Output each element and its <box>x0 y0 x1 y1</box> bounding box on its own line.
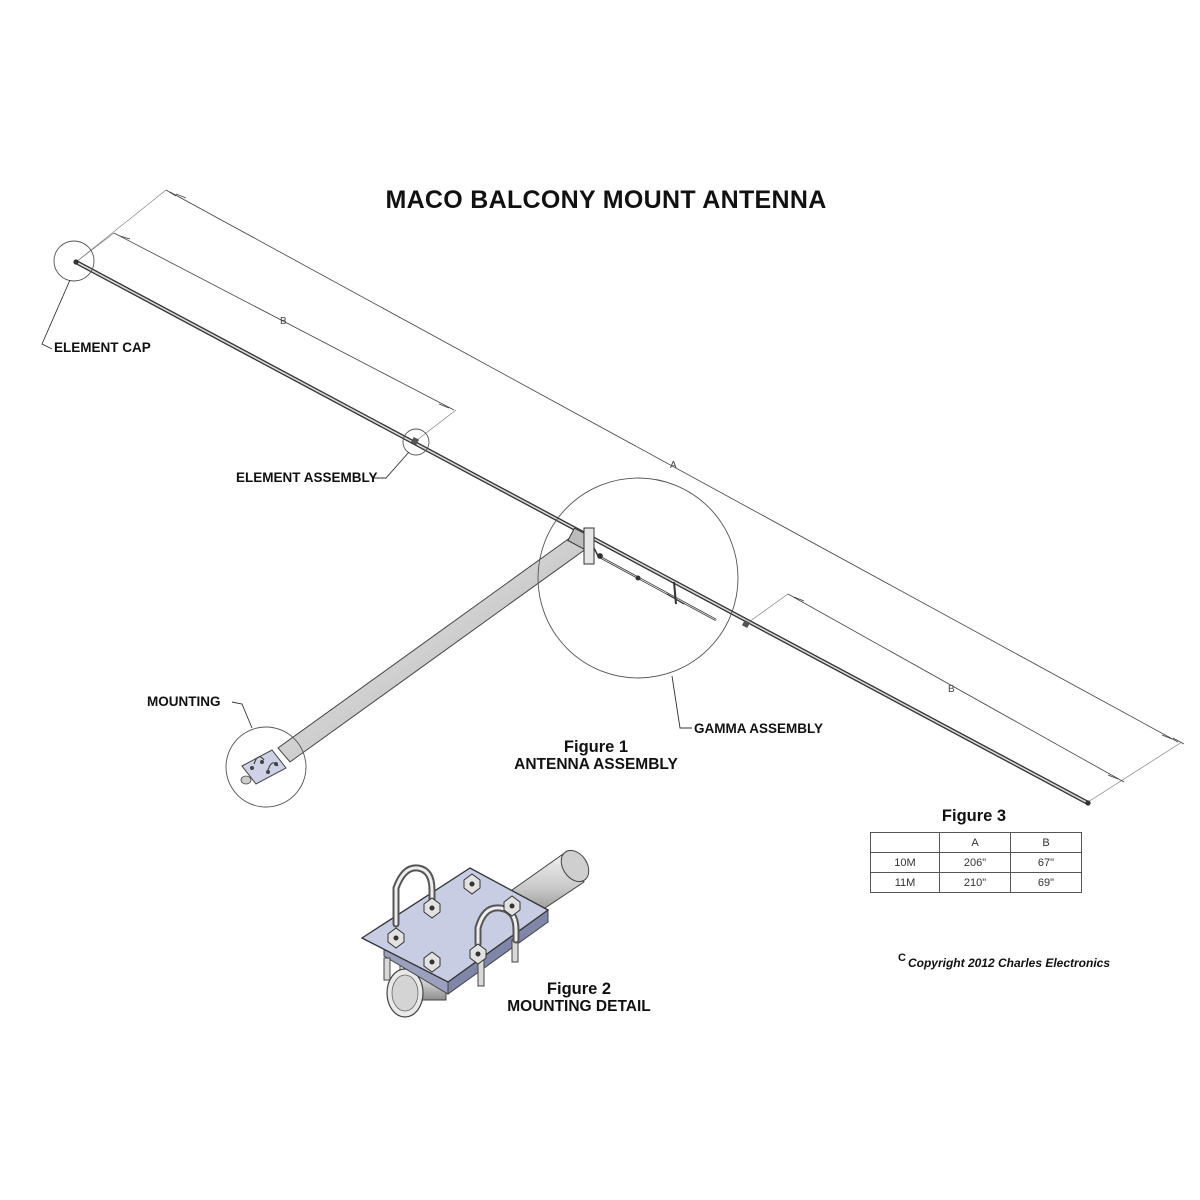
table-cell: 67" <box>1010 852 1082 873</box>
table-cell: 206" <box>939 852 1011 873</box>
table-header-cell: A <box>939 832 1011 853</box>
table-header-cell: B <box>1010 832 1082 853</box>
figure2-title: MOUNTING DETAIL <box>507 998 651 1015</box>
table-row: 11M 210" 69" <box>870 872 1082 893</box>
mounting-detail-figure <box>360 849 590 1018</box>
detail-circles <box>53 240 739 808</box>
page-title: MACO BALCONY MOUNT ANTENNA <box>385 186 827 214</box>
dimension-a <box>165 189 1185 745</box>
dimension-b-lower <box>787 593 1125 783</box>
element-cap-detail-circle <box>53 240 95 282</box>
figure2-number: Figure 2 <box>546 980 612 998</box>
extension-lines <box>75 189 1183 803</box>
figure1-number: Figure 1 <box>563 738 629 756</box>
figure1-title: ANTENNA ASSEMBLY <box>514 756 678 773</box>
dimension-b-upper <box>113 232 455 411</box>
mounting-bracket-small <box>240 749 287 785</box>
table-row: 10M 206" 67" <box>870 852 1082 873</box>
dimension-b-upper-label: B <box>280 316 287 327</box>
gamma-assembly-label: GAMMA ASSEMBLY <box>694 721 824 736</box>
gamma-assembly-detail-circle <box>537 477 739 679</box>
element-joints <box>410 436 751 629</box>
dimension-b-lower-label: B <box>948 684 955 695</box>
table-cell: 210" <box>939 872 1011 893</box>
copyright-symbol: C <box>898 952 906 964</box>
mounting-detail-circle <box>225 726 307 808</box>
element-assembly-label: ELEMENT ASSEMBLY <box>236 470 378 485</box>
figure3-number: Figure 3 <box>941 807 1007 825</box>
gamma-assembly <box>567 527 717 622</box>
table-cell: 69" <box>1010 872 1082 893</box>
figure1-caption: Figure 1 ANTENNA ASSEMBLY <box>496 738 696 774</box>
mast-tube <box>277 531 591 763</box>
table-cell: 11M <box>870 872 940 893</box>
dimensions-table: A B 10M 206" 67" 11M 210" 69" <box>870 832 1082 893</box>
mounting-label: MOUNTING <box>147 694 221 709</box>
element-assembly-detail-circle <box>402 428 430 456</box>
figure2-caption: Figure 2 MOUNTING DETAIL <box>479 980 679 1016</box>
table-header-row: A B <box>870 832 1082 853</box>
element-cap-label: ELEMENT CAP <box>54 340 151 355</box>
callout-leaders <box>41 279 692 729</box>
copyright-text: Copyright 2012 Charles Electronics <box>907 956 1111 970</box>
table-header-cell <box>870 832 940 853</box>
dimension-a-label: A <box>670 460 677 471</box>
table-cell: 10M <box>870 852 940 873</box>
